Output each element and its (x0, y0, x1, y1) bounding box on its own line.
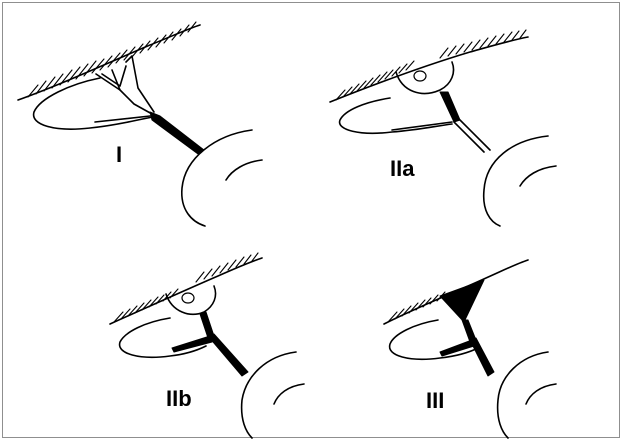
punctum-circle (414, 71, 426, 81)
caruncle-bulge (166, 286, 216, 314)
panel-label-type-2b: IIb (166, 386, 192, 411)
sac-outer (242, 352, 296, 438)
panel-label-type-2a: IIa (390, 156, 415, 181)
lower-branch-duct (172, 336, 212, 352)
common-duct (470, 338, 494, 376)
panel-type-2b: IIb (110, 253, 304, 438)
punctum-circle (182, 293, 194, 303)
common-duct (150, 112, 204, 154)
duct-outline (454, 120, 490, 152)
lower-lid-shape (120, 318, 206, 357)
v-duct-left (96, 70, 120, 90)
sac-inner (274, 384, 304, 404)
panel-label-type-1: I (116, 142, 122, 167)
upper-branch-duct (200, 312, 214, 338)
upper-lid-contour (330, 37, 528, 102)
panel-type-1: I (18, 22, 262, 226)
sac-outer (484, 136, 548, 226)
lower-lid-shape (340, 98, 452, 133)
sac-inner (526, 384, 556, 404)
sac-outer (498, 352, 548, 438)
caruncle-triangle (440, 280, 484, 322)
hair-hatching (28, 22, 196, 97)
panel-type-2a: IIa (330, 30, 556, 226)
lower-branch-duct (440, 340, 474, 356)
panel-label-type-3: III (426, 388, 444, 413)
hair-hatching (114, 253, 258, 322)
common-duct (440, 92, 460, 122)
duct-right-branch (126, 56, 154, 112)
common-duct (208, 334, 248, 376)
hair-hatching (388, 292, 445, 322)
sac-inner (226, 160, 262, 180)
panel-type-3: III (384, 260, 556, 438)
sac-inner (520, 166, 556, 186)
